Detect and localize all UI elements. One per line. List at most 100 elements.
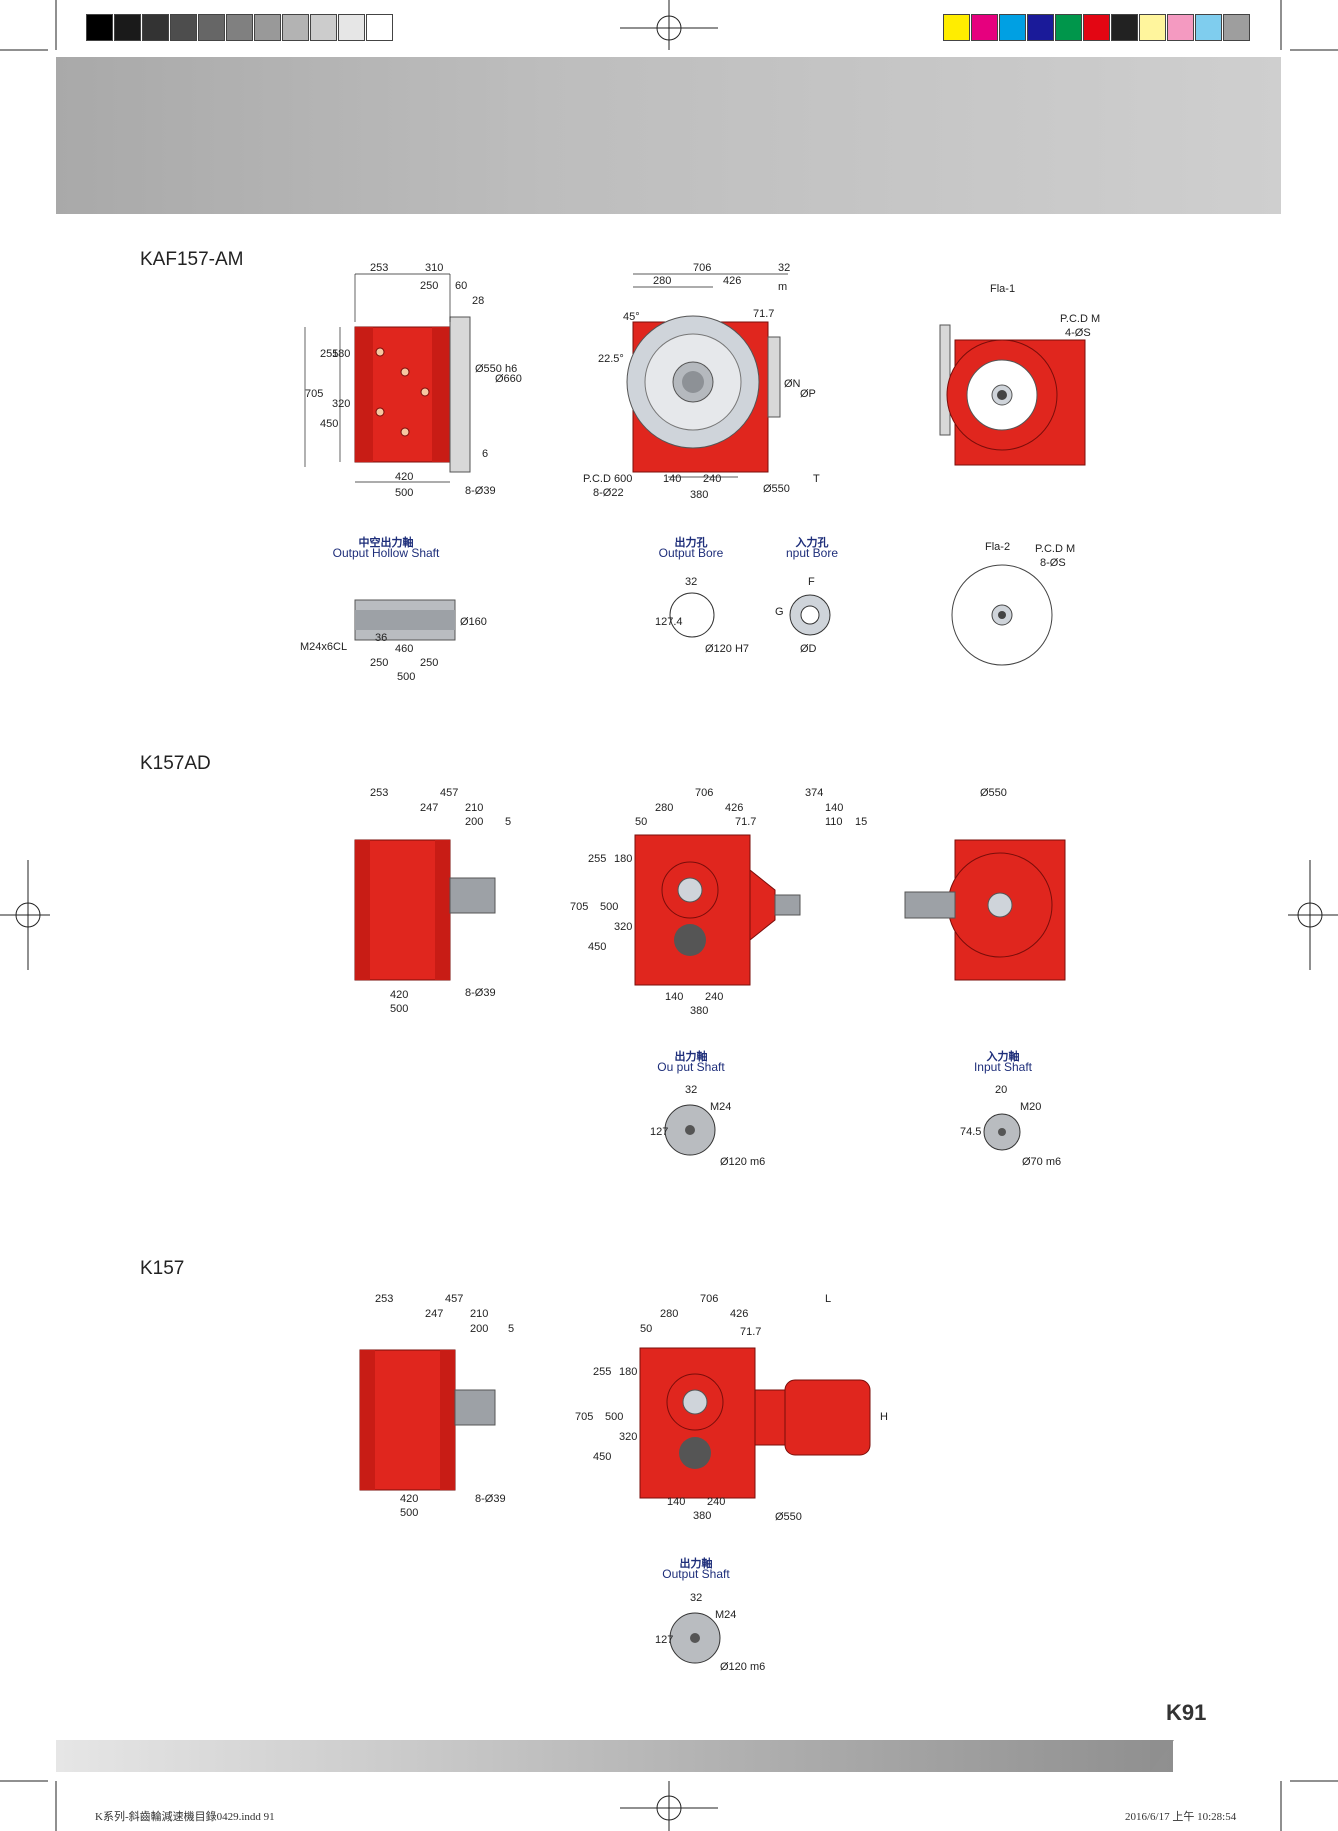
color-swatch xyxy=(943,14,970,41)
dim-705: 705 xyxy=(575,1411,593,1423)
pcd-600: P.C.D 600 xyxy=(583,473,632,485)
angle-22-5: 22.5° xyxy=(598,353,624,365)
fla2-pcd: P.C.D M xyxy=(1035,543,1075,555)
dim-T: T xyxy=(813,473,820,485)
fla2-label: Fla-2 xyxy=(985,541,1010,553)
dim-426: 426 xyxy=(730,1308,748,1320)
k157ad-input-shaft-drawing: 20 M20 74.5 Ø70 m6 xyxy=(960,1084,1061,1168)
dim-420: 420 xyxy=(400,1493,418,1505)
dim-310: 310 xyxy=(425,262,443,274)
gray-swatch xyxy=(338,14,365,41)
dim-127: 127 xyxy=(650,1126,668,1138)
color-swatch xyxy=(1167,14,1194,41)
dim-374: 374 xyxy=(805,787,823,799)
k157ad-end-view: Ø550 xyxy=(904,787,1066,981)
dim-255: 255 xyxy=(593,1366,611,1378)
dim-6: 6 xyxy=(482,448,488,460)
k157-output-shaft-en: Output Shaft xyxy=(662,1567,730,1581)
dim-F: F xyxy=(808,576,815,588)
dim-210: 210 xyxy=(465,802,483,814)
dim-180: 180 xyxy=(619,1366,637,1378)
dim-247: 247 xyxy=(425,1308,443,1320)
dim-706: 706 xyxy=(700,1293,718,1305)
dim-550: Ø550 xyxy=(763,483,790,495)
dim-D: ØD xyxy=(800,643,817,655)
dim-m24: M24 xyxy=(710,1101,731,1113)
k157ad-output-shaft-drawing: 32 M24 127 Ø120 m6 xyxy=(650,1084,765,1168)
dim-32: 32 xyxy=(685,576,697,588)
dim-250: 250 xyxy=(420,280,438,292)
dim-550: Ø550 xyxy=(775,1511,802,1523)
dim-160: Ø160 xyxy=(460,616,487,628)
header-band xyxy=(56,57,1281,214)
dim-140: 140 xyxy=(667,1496,685,1508)
dim-200: 200 xyxy=(465,816,483,828)
dim-120m6: Ø120 m6 xyxy=(720,1661,765,1673)
dim-705: 705 xyxy=(305,388,323,400)
dim-P: ØP xyxy=(800,388,816,400)
k157ad-front-view: 706 374 280 426 140 50 71.7 110 15 255 1… xyxy=(570,787,867,1017)
dim-H: H xyxy=(880,1411,888,1423)
kaf157am-side-view: 253 310 250 60 28 255 180 705 320 450 Ø5… xyxy=(304,262,522,499)
dim-457: 457 xyxy=(445,1293,463,1305)
dim-253: 253 xyxy=(370,262,388,274)
dim-500: 500 xyxy=(390,1003,408,1015)
input-bore-caption-zh: 入力孔 xyxy=(795,537,829,549)
dim-320: 320 xyxy=(619,1431,637,1443)
footer-band xyxy=(56,1740,1173,1772)
k157ad-side-view: 253 457 247 210 200 5 420 500 8-Ø39 xyxy=(354,787,511,1015)
dim-140: 140 xyxy=(663,473,681,485)
dim-50: 50 xyxy=(635,816,647,828)
output-bore-caption-zh: 出力孔 xyxy=(674,537,708,549)
dim-253: 253 xyxy=(375,1293,393,1305)
dim-110: 110 xyxy=(825,816,843,828)
gray-swatch xyxy=(170,14,197,41)
gray-swatch xyxy=(226,14,253,41)
input-bore-drawing: F G ØD xyxy=(775,576,831,655)
dim-450: 450 xyxy=(320,418,338,430)
dim-706: 706 xyxy=(695,787,713,799)
color-swatch xyxy=(1195,14,1222,41)
dim-706: 706 xyxy=(693,262,711,274)
fla1-pcd: P.C.D M xyxy=(1060,313,1100,325)
dim-500: 500 xyxy=(395,487,413,499)
k157ad-input-shaft-zh: 入力軸 xyxy=(986,1051,1020,1063)
k157ad-output-shaft-en: Ou put Shaft xyxy=(657,1060,725,1074)
color-swatch xyxy=(1027,14,1054,41)
hollow-shaft-drawing: Ø160 M24x6CL 36 460 250 250 500 xyxy=(300,599,487,683)
k157-side-view: 253 457 247 210 200 5 420 500 8-Ø39 xyxy=(359,1293,514,1519)
gray-swatch xyxy=(282,14,309,41)
color-swatch xyxy=(999,14,1026,41)
dim-500: 500 xyxy=(397,671,415,683)
gray-swatch xyxy=(310,14,337,41)
dim-550h6: Ø550 h6 xyxy=(475,363,517,375)
dim-426: 426 xyxy=(723,275,741,287)
dim-200: 200 xyxy=(470,1323,488,1335)
dim-m24x6cl: M24x6CL xyxy=(300,641,347,653)
dim-71-7: 71.7 xyxy=(753,308,774,320)
dim-74-5: 74.5 xyxy=(960,1126,981,1138)
dim-450: 450 xyxy=(593,1451,611,1463)
dim-250b: 250 xyxy=(420,657,438,669)
dim-320: 320 xyxy=(614,921,632,933)
kaf157am-fla2-view: Fla-2 P.C.D M 8-ØS xyxy=(951,541,1075,666)
k157-output-shaft-drawing: 32 M24 127 Ø120 m6 xyxy=(655,1592,765,1673)
dim-255: 255 xyxy=(588,853,606,865)
color-swatch xyxy=(1223,14,1250,41)
dim-280: 280 xyxy=(653,275,671,287)
dim-240: 240 xyxy=(707,1496,725,1508)
gray-swatch xyxy=(142,14,169,41)
dim-140: 140 xyxy=(825,802,843,814)
dim-50: 50 xyxy=(640,1323,652,1335)
dim-426: 426 xyxy=(725,802,743,814)
k157ad-input-shaft-en: Input Shaft xyxy=(973,1060,1033,1074)
holes-8-22: 8-Ø22 xyxy=(593,487,624,499)
dim-holes: 8-Ø39 xyxy=(475,1493,506,1505)
dim-36: 36 xyxy=(375,632,387,644)
color-swatch xyxy=(1111,14,1138,41)
dim-20: 20 xyxy=(995,1084,1007,1096)
dim-120h7: Ø120 H7 xyxy=(705,643,749,655)
dim-5: 5 xyxy=(505,816,511,828)
k157-output-shaft-zh: 出力軸 xyxy=(679,1558,713,1570)
